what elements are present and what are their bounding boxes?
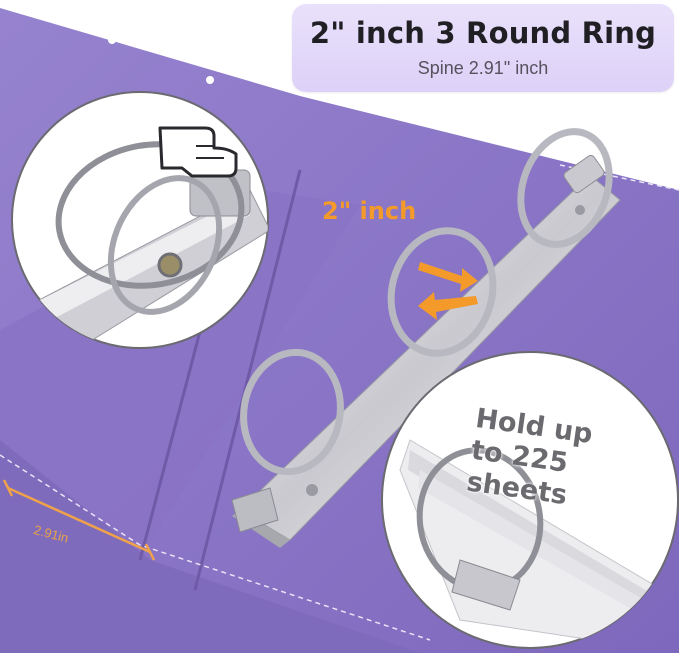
ring-middle [387,227,497,357]
product-title: 2" inch 3 Round Ring [309,16,657,50]
ring-bottom [240,348,344,476]
fold-line [193,169,302,591]
stitching [0,454,431,641]
ring-top [517,128,613,248]
double-arrow-icon [418,262,478,320]
cover-hole [108,36,116,44]
rivet [306,484,318,496]
pointing-hand-icon [158,126,238,178]
cover-hole [206,76,214,84]
title-card: 2" inch 3 Round Ring Spine 2.91" inch [292,4,674,92]
spine-subtitle: Spine 2.91" inch [417,58,549,78]
top-lever [563,154,605,194]
spine-dimension-line [2,479,156,561]
ring-size-label: 2" inch [322,197,417,225]
bottom-lever [231,487,279,533]
rivet [575,205,585,215]
binder-front-cover [0,440,420,653]
